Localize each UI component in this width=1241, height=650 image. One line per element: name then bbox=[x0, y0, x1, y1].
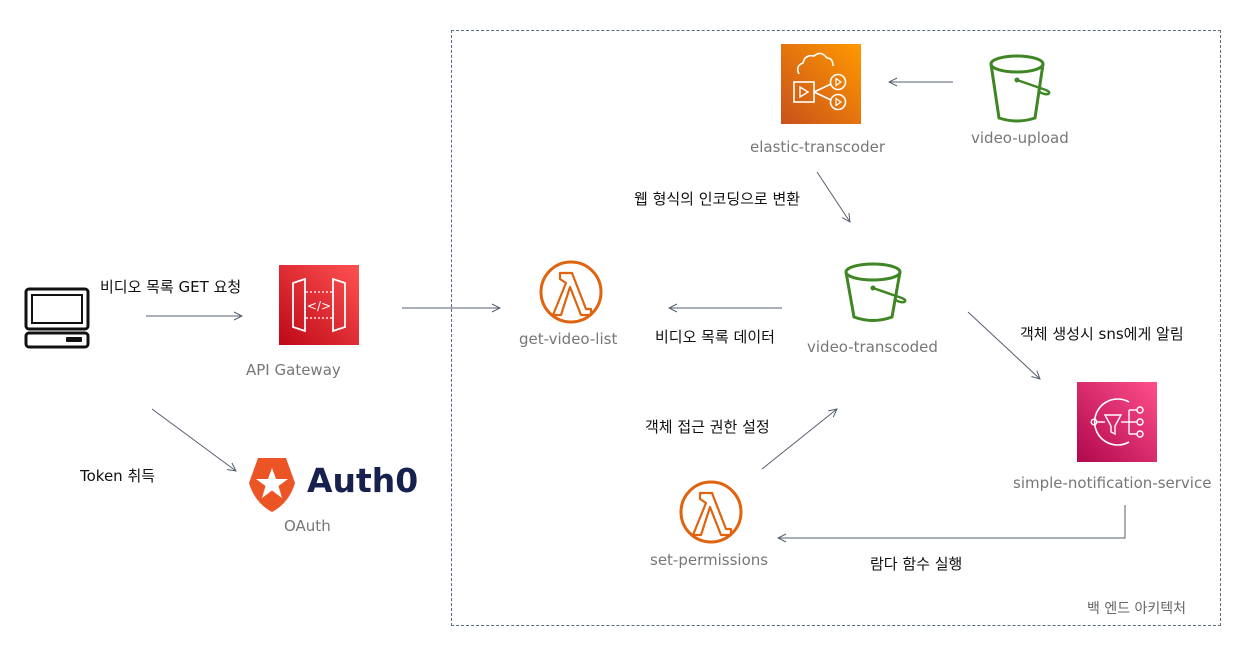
video-upload-node bbox=[988, 54, 1054, 128]
s3-bucket-icon bbox=[989, 54, 1051, 123]
svg-text:</>: </> bbox=[307, 299, 331, 313]
video-transcoded-node bbox=[843, 262, 909, 328]
api-gateway-icon: </> bbox=[279, 265, 359, 345]
elastic-transcoder-label: elastic-transcoder bbox=[750, 138, 886, 156]
set-permissions-node bbox=[678, 479, 744, 549]
api-gateway-label: API Gateway bbox=[246, 361, 341, 379]
edge-label-permissions-to-transcoded: 객체 접근 권한 설정 bbox=[645, 418, 770, 436]
auth0-label: OAuth bbox=[284, 517, 331, 535]
video-transcoded-label: video-transcoded bbox=[807, 338, 938, 356]
get-video-list-label: get-video-list bbox=[519, 330, 618, 348]
edge-label-transcoder-to-transcoded: 웹 형식의 인코딩으로 변환 bbox=[634, 190, 801, 208]
sns-icon bbox=[1077, 382, 1157, 462]
edge-label-transcoded-to-sns: 객체 생성시 sns에게 알림 bbox=[1020, 325, 1184, 343]
arrow-client-to-auth bbox=[151, 408, 236, 471]
arrow-sns-to-permissions bbox=[778, 505, 1126, 538]
sns-label: simple-notification-service bbox=[1013, 474, 1212, 492]
edge-label-client-to-auth: Token 취득 bbox=[80, 467, 156, 485]
s3-bucket-icon bbox=[844, 262, 907, 322]
lambda-icon bbox=[539, 260, 603, 324]
arrow-transcoded-to-sns bbox=[967, 311, 1040, 379]
api-gateway-node: </> bbox=[279, 265, 359, 345]
video-upload-label: video-upload bbox=[971, 129, 1069, 147]
arrow-permissions-to-transcoded bbox=[761, 409, 837, 470]
boundary-label: 백 엔드 아키텍처 bbox=[1087, 601, 1187, 617]
auth0-logo-text: Auth0 bbox=[307, 461, 419, 500]
auth0-node bbox=[247, 457, 297, 517]
backend-boundary bbox=[451, 30, 1221, 626]
edge-label-client-to-api: 비디오 목록 GET 요청 bbox=[100, 278, 242, 296]
computer-icon bbox=[24, 287, 90, 349]
edge-label-sns-to-permissions: 람다 함수 실행 bbox=[870, 555, 963, 573]
sns-node bbox=[1077, 382, 1157, 462]
client-node bbox=[24, 287, 90, 353]
edge-label-transcoded-to-list: 비디오 목록 데이터 bbox=[655, 328, 775, 346]
elastic-transcoder-icon bbox=[781, 44, 861, 124]
set-permissions-label: set-permissions bbox=[650, 551, 769, 569]
elastic-transcoder-node bbox=[781, 44, 861, 124]
get-video-list-node bbox=[538, 259, 604, 329]
lambda-icon bbox=[679, 480, 743, 544]
arrow-transcoder-to-transcoded bbox=[816, 171, 850, 222]
auth0-shield-icon bbox=[249, 458, 295, 512]
